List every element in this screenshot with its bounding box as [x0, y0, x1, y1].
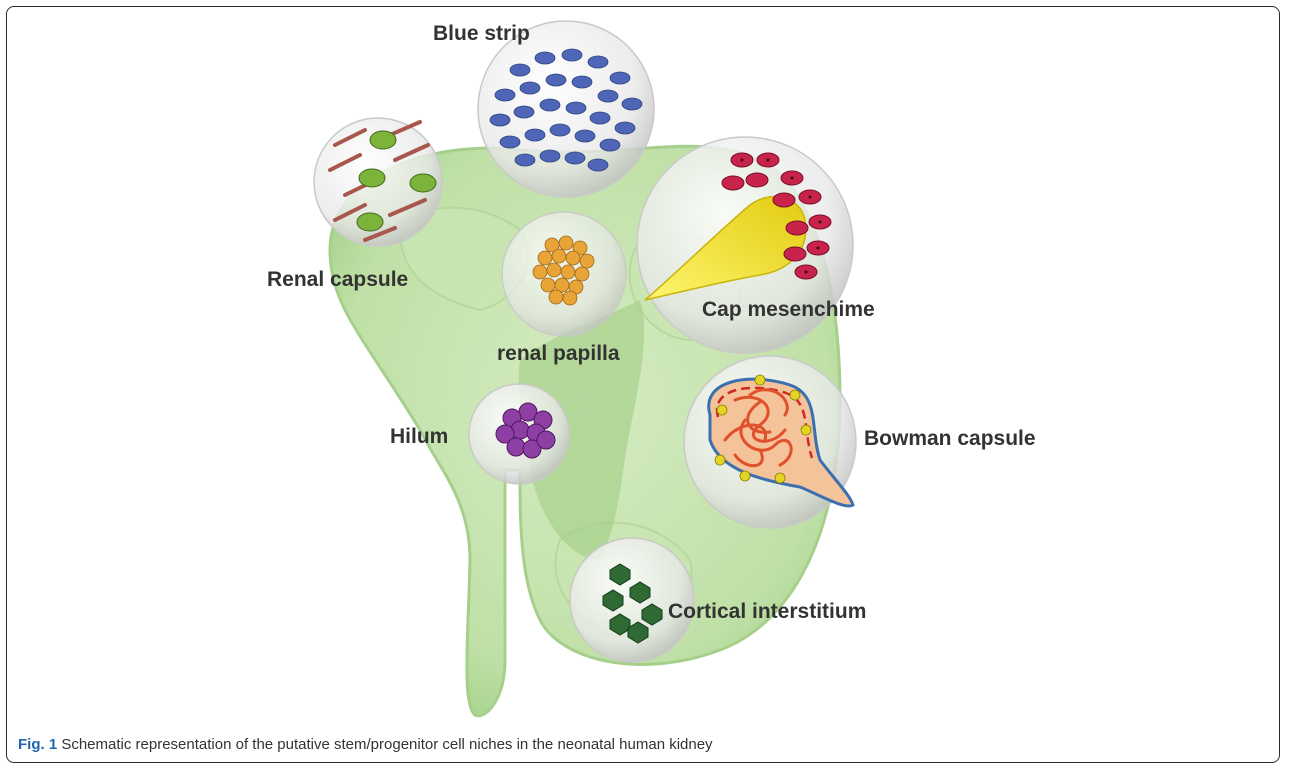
- caption-text: Schematic representation of the putative…: [57, 736, 712, 753]
- renal-capsule-bubble: [314, 118, 442, 246]
- label-blue-strip: Blue strip: [433, 22, 530, 46]
- figure-caption: Fig. 1 Schematic representation of the p…: [18, 736, 713, 753]
- label-hilum: Hilum: [390, 425, 448, 449]
- label-renal-papilla: renal papilla: [497, 342, 620, 366]
- caption-fig-label: Fig. 1: [18, 736, 57, 753]
- label-cap-mesenchime: Cap mesenchime: [702, 298, 875, 322]
- blue-strip-bubble: [478, 21, 654, 197]
- bowman-capsule-bubble: [684, 356, 856, 528]
- label-renal-capsule: Renal capsule: [267, 268, 408, 292]
- label-bowman-capsule: Bowman capsule: [864, 427, 1036, 451]
- hilum-bubble: [469, 384, 569, 484]
- label-cortical-interstitium: Cortical interstitium: [668, 600, 866, 624]
- renal-papilla-bubble: [502, 212, 626, 336]
